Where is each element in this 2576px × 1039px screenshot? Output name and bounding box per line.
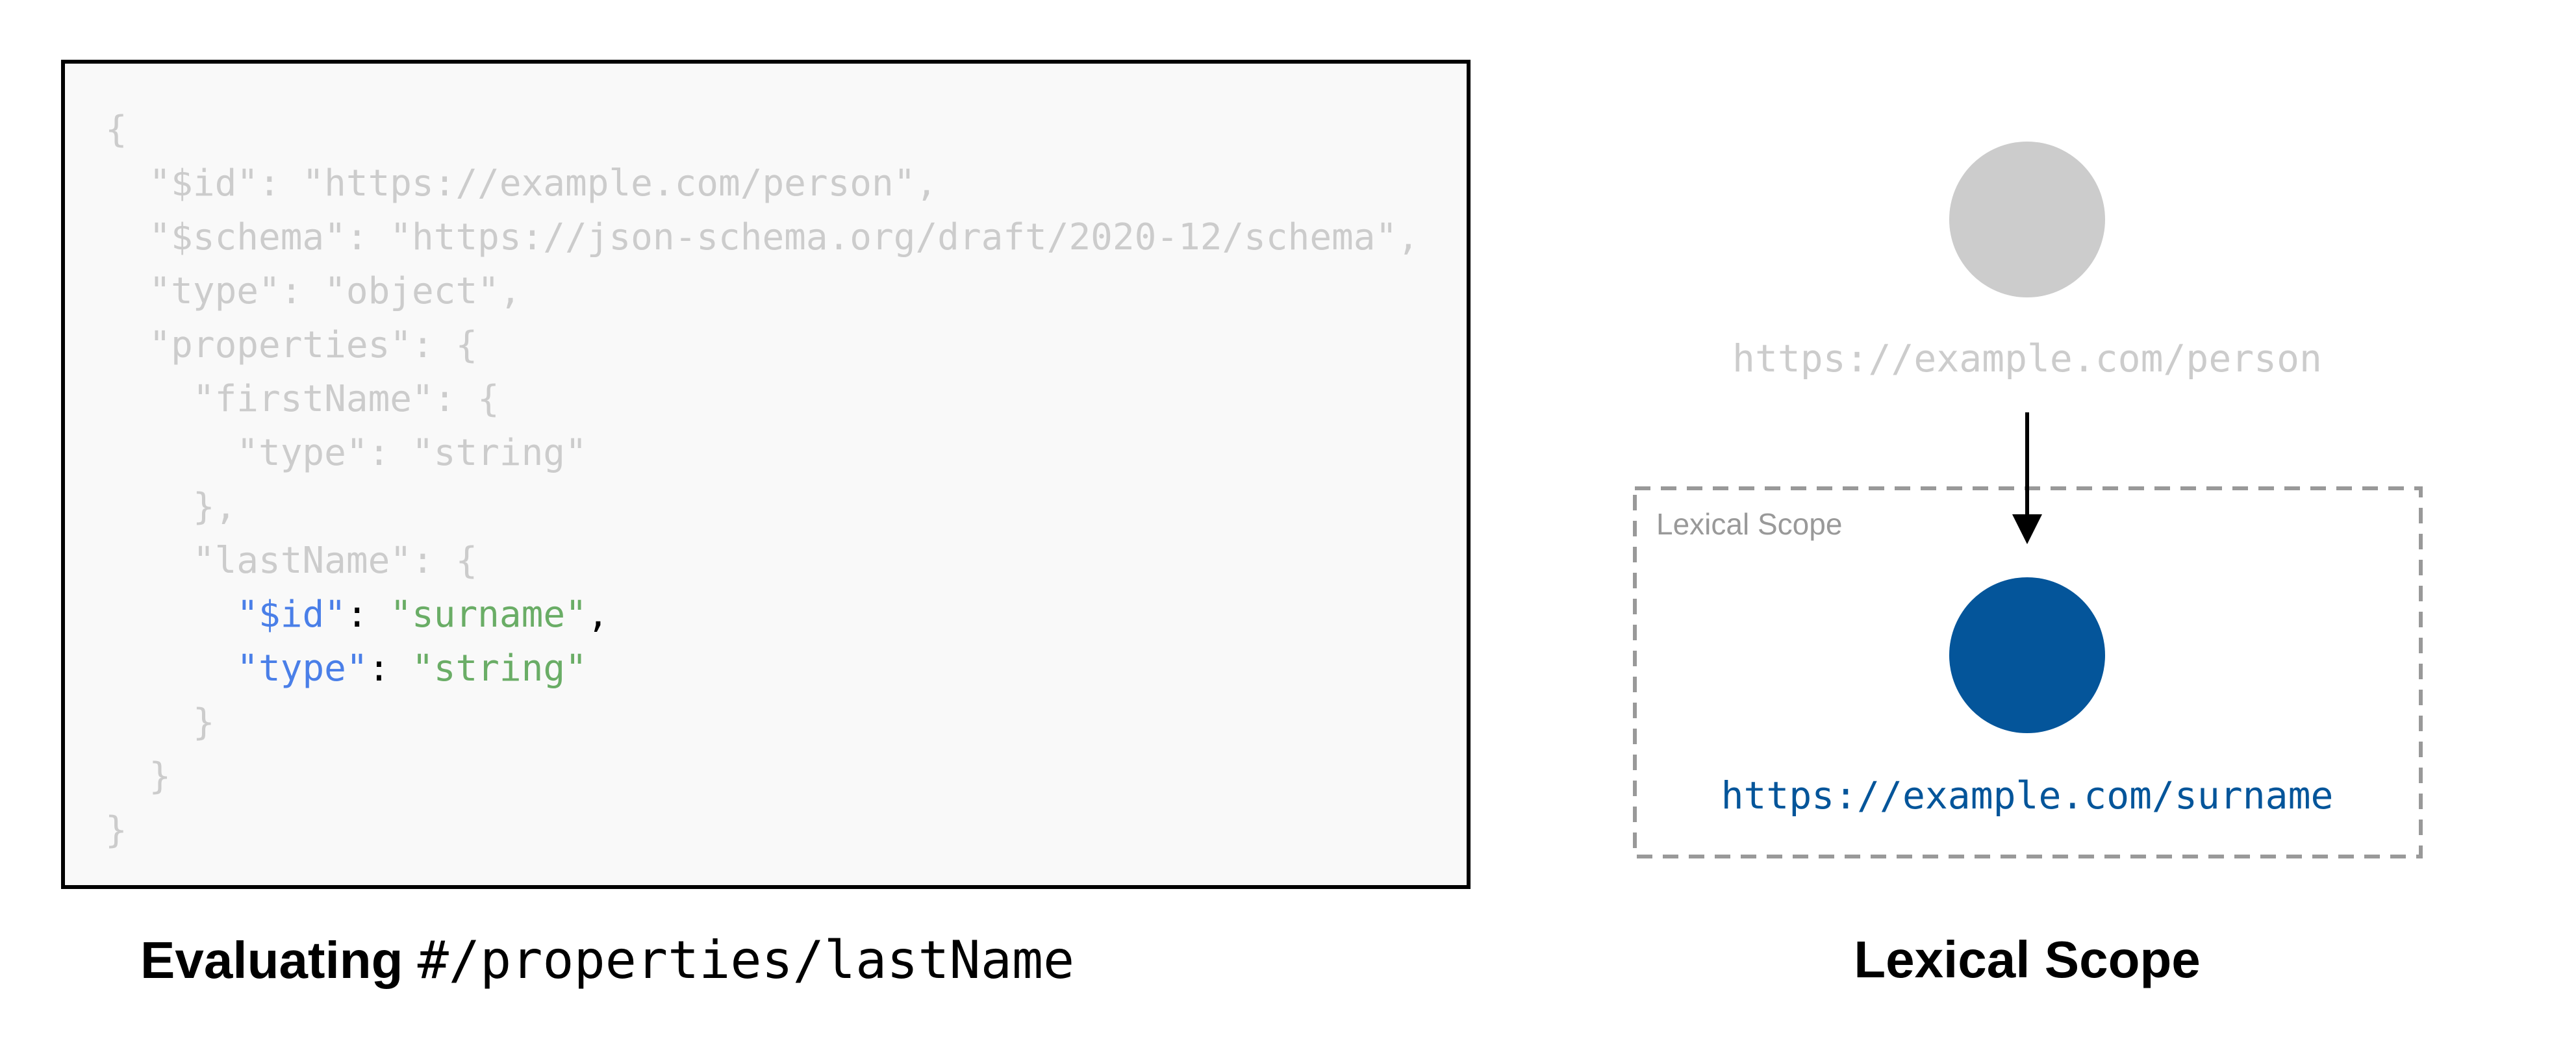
code-line: "firstName": {: [105, 372, 1419, 426]
code-token: :: [346, 594, 390, 636]
code-panel: { "$id": "https://example.com/person", "…: [61, 60, 1471, 889]
caption-evaluating: Evaluating: [140, 931, 418, 989]
code-line: "type": "string": [105, 426, 1419, 480]
code-token: "string": [412, 647, 587, 690]
code-token: }: [105, 755, 171, 797]
code-line: "$id": "surname",: [105, 588, 1419, 642]
code-token: "surname": [390, 594, 587, 636]
code-token: ,: [587, 594, 609, 636]
code-line: "type": "string": [105, 642, 1419, 695]
code-token: "type": [236, 647, 368, 690]
code-token: {: [105, 108, 127, 151]
code-token: "lastName": {: [105, 540, 478, 582]
parent-node: [1949, 142, 2105, 297]
code-line: },: [105, 480, 1419, 534]
code-line: "lastName": {: [105, 534, 1419, 588]
code-token: "properties": {: [105, 324, 478, 366]
child-url: https://example.com/surname: [1721, 773, 2334, 818]
code-line: "$id": "https://example.com/person",: [105, 156, 1419, 210]
code-line: }: [105, 695, 1419, 749]
code-token: }: [105, 809, 127, 851]
code-line: "$schema": "https://json-schema.org/draf…: [105, 210, 1419, 264]
code-token: "$id": [236, 594, 346, 636]
json-schema-code: { "$id": "https://example.com/person", "…: [105, 103, 1419, 857]
right-caption: Lexical Scope: [1854, 931, 2201, 988]
code-token: "type": "object",: [105, 270, 522, 312]
parent-url: https://example.com/person: [1732, 336, 2322, 381]
code-line: {: [105, 103, 1419, 156]
code-line: "type": "object",: [105, 264, 1419, 318]
code-line: }: [105, 803, 1419, 857]
scope-label: Lexical Scope: [1656, 507, 1843, 541]
code-token: "type": "string": [105, 432, 587, 474]
child-node: [1949, 577, 2105, 733]
code-token: "firstName": {: [105, 378, 499, 420]
code-line: "properties": {: [105, 318, 1419, 372]
caption-json-pointer: #/properties/lastName: [417, 930, 1075, 990]
code-token: "$schema": "https://json-schema.org/draf…: [105, 216, 1419, 258]
code-token: :: [368, 647, 412, 690]
code-token: }: [105, 701, 215, 744]
code-line: }: [105, 749, 1419, 803]
code-token: },: [105, 486, 237, 528]
left-caption: Evaluating #/properties/lastName: [140, 930, 1074, 990]
arrow-head-icon: [2012, 514, 2042, 544]
code-token: "$id": "https://example.com/person",: [105, 162, 938, 205]
